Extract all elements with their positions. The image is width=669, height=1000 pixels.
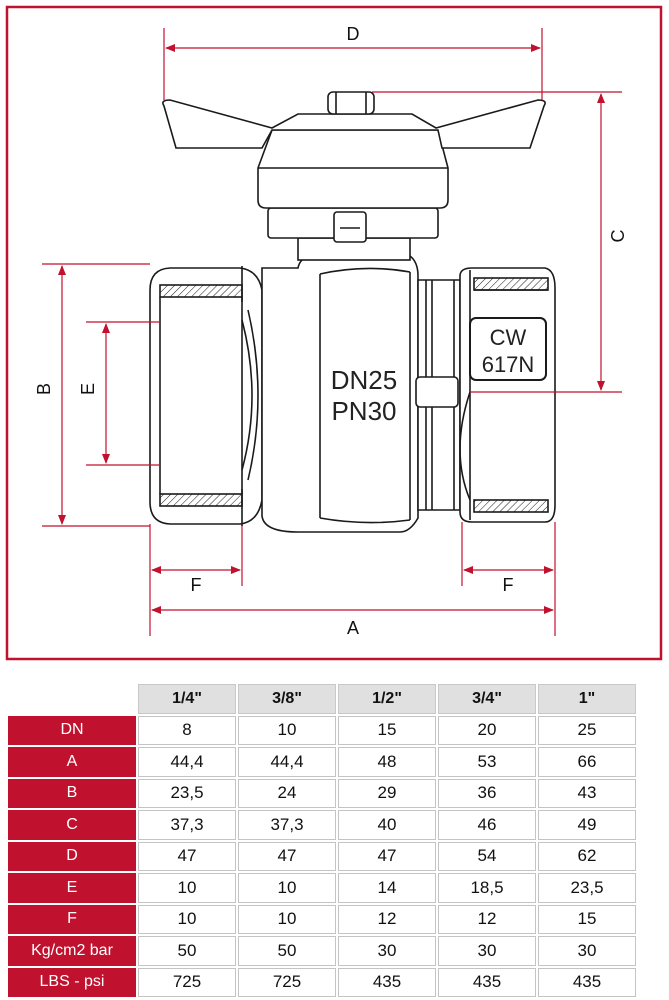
table-header-row: 1/4" 3/8" 1/2" 3/4" 1" — [8, 684, 636, 714]
material-stamp-line1: CW — [490, 325, 527, 350]
row-header: Kg/cm2 bar — [8, 936, 136, 966]
column-header: 1/4" — [138, 684, 236, 714]
table-cell: 36 — [438, 778, 536, 808]
table-cell: 12 — [338, 904, 436, 934]
table-cell: 435 — [538, 967, 636, 997]
dimension-label-a: A — [347, 618, 359, 638]
table-cell: 30 — [538, 936, 636, 966]
table-cell: 435 — [338, 967, 436, 997]
column-header: 1" — [538, 684, 636, 714]
dimension-label-c: C — [608, 230, 628, 243]
table-cell: 435 — [438, 967, 536, 997]
table-cell: 43 — [538, 778, 636, 808]
table-cell: 10 — [238, 715, 336, 745]
column-header: 3/8" — [238, 684, 336, 714]
table-cell: 15 — [538, 904, 636, 934]
table-cell: 25 — [538, 715, 636, 745]
table-cell: 725 — [138, 967, 236, 997]
table-cell: 23,5 — [138, 778, 236, 808]
table-cell: 14 — [338, 873, 436, 903]
table-cell: 50 — [138, 936, 236, 966]
table-cell: 15 — [338, 715, 436, 745]
dimension-lines — [42, 28, 622, 636]
table-cell: 48 — [338, 747, 436, 777]
table-cell: 44,4 — [138, 747, 236, 777]
table-cell: 62 — [538, 841, 636, 871]
table-cell: 10 — [138, 904, 236, 934]
table-cell: 10 — [238, 904, 336, 934]
table-cell: 47 — [138, 841, 236, 871]
table-cell: 10 — [238, 873, 336, 903]
column-header: 1/2" — [338, 684, 436, 714]
table-cell: 18,5 — [438, 873, 536, 903]
table-cell: 47 — [238, 841, 336, 871]
row-header: E — [8, 873, 136, 903]
table-cell: 12 — [438, 904, 536, 934]
material-stamp-line2: 617N — [482, 352, 535, 377]
table-cell: 44,4 — [238, 747, 336, 777]
table-cell: 29 — [338, 778, 436, 808]
table-cell: 725 — [238, 967, 336, 997]
table-cell: 66 — [538, 747, 636, 777]
row-header: F — [8, 904, 136, 934]
table-cell: 30 — [338, 936, 436, 966]
table-cell: 30 — [438, 936, 536, 966]
dimension-label-f-left: F — [191, 575, 202, 595]
table-cell: 47 — [338, 841, 436, 871]
dimension-label-b: B — [34, 383, 54, 395]
table-cell: 24 — [238, 778, 336, 808]
table-cell: 20 — [438, 715, 536, 745]
body-stamp-dn: DN25 — [331, 365, 397, 395]
dimension-label-f-right: F — [503, 575, 514, 595]
table-cell: 40 — [338, 810, 436, 840]
table-cell: 46 — [438, 810, 536, 840]
table-cell: 37,3 — [138, 810, 236, 840]
row-header: A — [8, 747, 136, 777]
valve-handle — [162, 91, 546, 261]
column-header: 3/4" — [438, 684, 536, 714]
row-header: D — [8, 841, 136, 871]
table-cell: 37,3 — [238, 810, 336, 840]
body-stamp-pn: PN30 — [331, 396, 396, 426]
table-cell: 23,5 — [538, 873, 636, 903]
table-cell: 50 — [238, 936, 336, 966]
valve-technical-drawing: DN25 PN30 CW 617N D C B E F F A — [5, 5, 663, 661]
table-cell: 10 — [138, 873, 236, 903]
table-corner — [8, 684, 136, 714]
dimension-label-e: E — [78, 383, 98, 395]
table-cell: 8 — [138, 715, 236, 745]
dimension-label-d: D — [347, 24, 360, 44]
table-cell: 54 — [438, 841, 536, 871]
valve-body — [149, 255, 556, 533]
table-cell: 49 — [538, 810, 636, 840]
table-cell: 53 — [438, 747, 536, 777]
row-header: DN — [8, 715, 136, 745]
row-header: LBS - psi — [8, 967, 136, 997]
row-header: B — [8, 778, 136, 808]
row-header: C — [8, 810, 136, 840]
